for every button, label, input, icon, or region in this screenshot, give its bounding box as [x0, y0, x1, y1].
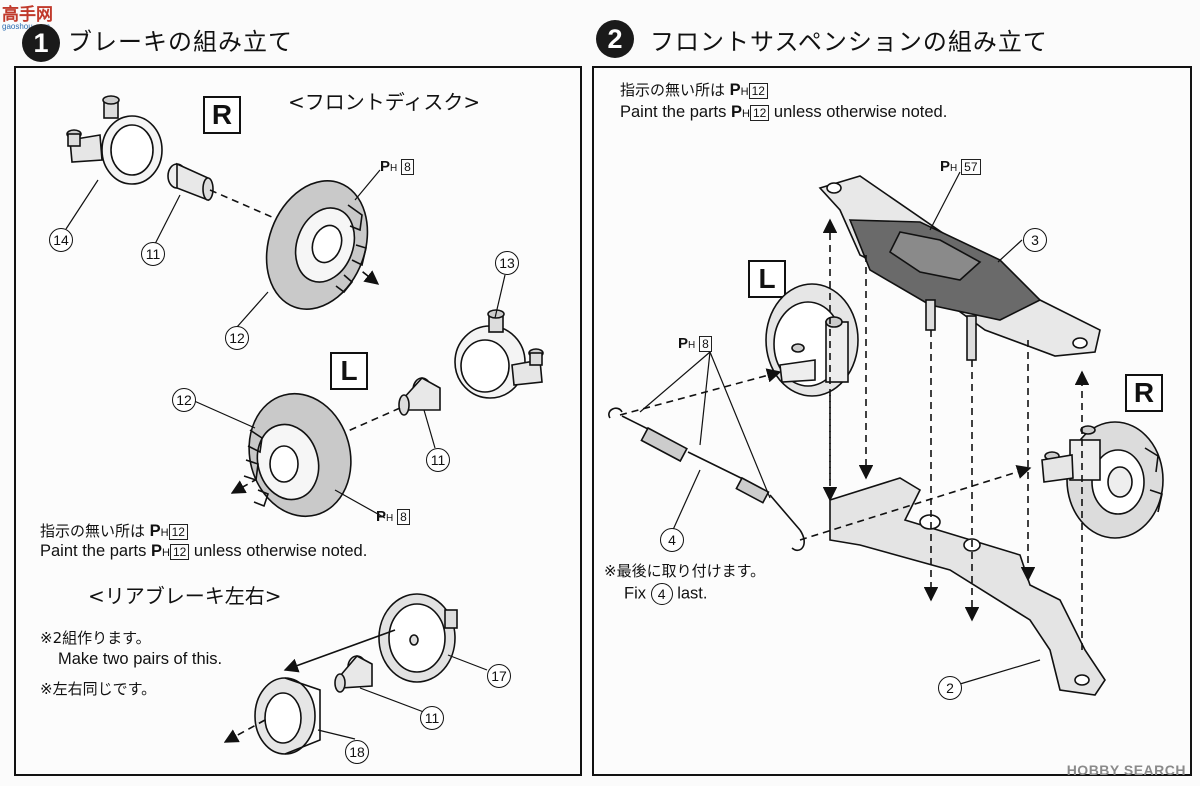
part-12-label-lower: 12 [172, 388, 196, 412]
watermark-logo: 高手网 gaoshou.com [2, 0, 53, 31]
caliper-part-14 [66, 95, 163, 185]
disc-part-12-upper [265, 180, 369, 310]
paint-callout-h57: PH 57 [940, 158, 981, 175]
fix-last-note-en: Fix 4 last. [624, 583, 707, 605]
step1-title: ブレーキの組み立て [68, 28, 293, 56]
part-14-label: 14 [49, 228, 73, 252]
step2-panel [592, 66, 1192, 776]
step1-leaders [65, 169, 506, 740]
part-18-label: 18 [345, 740, 369, 764]
step2-title: フロントサスペンションの組み立て [650, 28, 1048, 56]
front-disc-heading: <フロントディスク> [288, 90, 481, 114]
rear-drum-part-17 [378, 593, 458, 683]
upper-arm-part-3 [818, 175, 1101, 361]
part-12-label-upper: 12 [225, 326, 249, 350]
part-11-label-upper: 11 [141, 242, 165, 266]
rear-pin-part-11 [334, 654, 373, 693]
rear-ring-part-18 [254, 677, 321, 755]
rear-note1-en: Make two pairs of this. [58, 650, 223, 668]
paint-callout-h8-step2: PH 8 [678, 335, 712, 352]
part-2-label: 2 [938, 676, 962, 700]
rear-note1-jp: ※2組作ります。 [40, 629, 151, 647]
lower-arm-part-2 [829, 477, 1106, 696]
pin-part-11-upper [167, 162, 214, 202]
watermark-sub: gaoshou.com [2, 22, 51, 31]
paint-callout-h8-upper: PH 8 [380, 158, 414, 175]
side-r-label: R [203, 96, 241, 134]
caliper-part-13 [454, 309, 544, 399]
step2-side-l-label: L [748, 260, 786, 298]
step2-side-r-label: R [1125, 374, 1163, 412]
part-4-label: 4 [660, 528, 684, 552]
paint-callout-h8-lower: PH 8 [376, 508, 410, 525]
pin-part-11-lower [398, 376, 441, 416]
left-brake-assembly [765, 283, 859, 397]
step1-number: 1 [22, 24, 60, 62]
part-3-label: 3 [1023, 228, 1047, 252]
part-17-label: 17 [487, 664, 511, 688]
disc-part-12-lower [243, 392, 352, 518]
part-11-label-lower: 11 [426, 448, 450, 472]
part-11-label-rear: 11 [420, 706, 444, 730]
watermark-main: 高手网 [2, 5, 53, 25]
step2-number: 2 [596, 20, 634, 58]
tie-rod-part-4 [608, 407, 805, 552]
rear-note2-jp: ※左右同じです。 [40, 680, 157, 698]
part-13-label: 13 [495, 251, 519, 275]
rear-brake-heading: <リアブレーキ左右> [88, 584, 282, 608]
watermark-hobby-search: HOBBY SEARCH [1066, 762, 1186, 778]
fix-last-note-jp: ※最後に取り付けます。 [604, 562, 766, 580]
side-l-label: L [330, 352, 368, 390]
right-brake-assembly [1041, 421, 1164, 539]
